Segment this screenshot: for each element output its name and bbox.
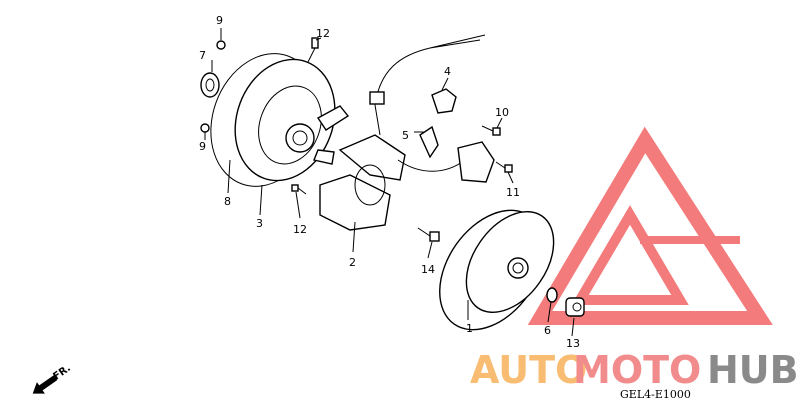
oil-seal-part	[200, 72, 220, 98]
washer-part	[200, 123, 210, 133]
front-direction-arrow-icon	[32, 375, 58, 394]
bolt-part	[495, 161, 513, 173]
wire-clamp	[369, 91, 385, 105]
callout-13: 13	[566, 337, 580, 350]
callout-6: 6	[544, 324, 551, 337]
callout-7: 7	[199, 49, 206, 62]
leader-lines	[204, 28, 575, 337]
figure-code: GEL4-E1000	[620, 388, 691, 400]
bolt-part	[417, 227, 440, 242]
callout-14: 14	[421, 263, 435, 276]
wire-harness	[374, 34, 486, 106]
bolt-part	[291, 184, 307, 195]
callout-11: 11	[506, 186, 520, 199]
callout-5: 5	[402, 129, 409, 142]
callout-1: 1	[466, 322, 473, 335]
front-direction-label: FR.	[51, 363, 72, 383]
clamp-part	[431, 88, 457, 114]
flywheel-part	[439, 209, 555, 331]
callout-4: 4	[444, 65, 451, 78]
nut-part	[565, 297, 585, 317]
washer-part	[546, 287, 558, 303]
callout-9: 9	[216, 14, 223, 27]
bolt-part	[307, 37, 319, 63]
callout-12: 12	[293, 223, 307, 236]
stator-part	[319, 134, 406, 231]
callout-2: 2	[349, 256, 356, 269]
callout-12: 12	[316, 27, 330, 40]
watermark-logo-text: AUTO MOTO	[470, 348, 701, 392]
callout-3: 3	[256, 217, 263, 230]
stator-cover-part	[234, 58, 350, 182]
callout-9: 9	[199, 140, 206, 153]
watermark-auto: AUTO	[470, 348, 587, 392]
bolt-part	[481, 125, 501, 136]
watermark-hub: HUB	[707, 348, 799, 392]
washer-part	[216, 40, 226, 50]
callout-10: 10	[495, 106, 509, 119]
watermark-moto: MOTO	[573, 348, 701, 392]
watermark-logo-triangle	[527, 126, 773, 325]
pulser-coil-part	[457, 141, 495, 183]
callout-8: 8	[224, 195, 231, 208]
bracket-part	[419, 125, 439, 159]
